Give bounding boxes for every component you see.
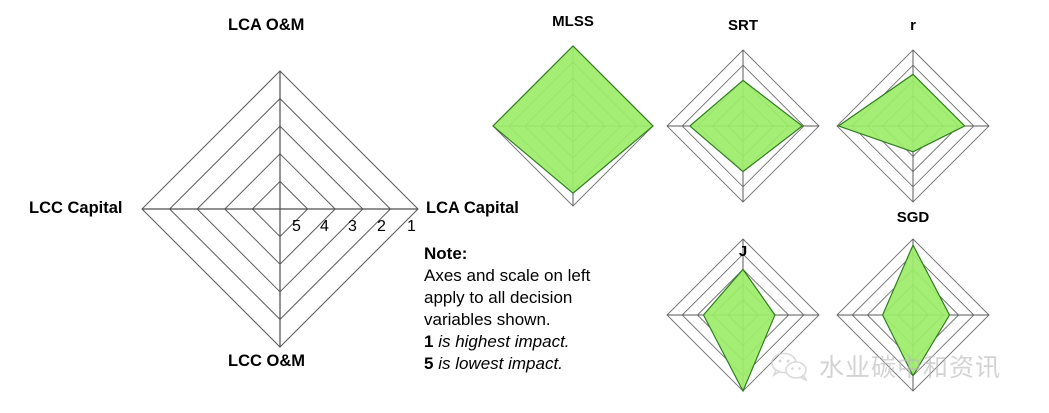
series-polygon-r xyxy=(837,73,966,153)
note-line-2: apply to all decision xyxy=(424,288,573,308)
main-axis-label-left: LCC Capital xyxy=(29,199,123,217)
tick-label-3: 3 xyxy=(348,218,357,235)
series-polygon-SRT xyxy=(688,79,804,173)
tick-label-5: 5 xyxy=(292,218,301,235)
panel-title-r: r xyxy=(910,17,916,34)
note-rule-lowest-value: 5 xyxy=(424,354,434,374)
note-rule-highest-value: 1 xyxy=(424,332,434,352)
tick-label-1: 1 xyxy=(407,218,416,235)
note-rule-highest-text: is highest impact. xyxy=(433,332,570,352)
main-axis-label-top: LCA O&M xyxy=(228,16,305,34)
series-polygon-J xyxy=(702,268,776,393)
series-polygon-MLSS xyxy=(492,45,654,194)
note-rule-lowest: 5 is lowest impact. xyxy=(424,353,639,375)
small-multiples-series xyxy=(492,45,966,393)
tick-label-4: 4 xyxy=(320,218,329,235)
note-rule-lowest-text: is lowest impact. xyxy=(433,354,563,374)
note-line-3: variables shown. xyxy=(424,310,551,330)
main-axis-label-bottom: LCC O&M xyxy=(228,352,305,370)
panel-title-J: J xyxy=(738,243,748,260)
tick-label-2: 2 xyxy=(377,218,386,235)
note-line-1: Axes and scale on left xyxy=(424,266,591,286)
panel-title-SRT: SRT xyxy=(728,17,758,34)
note-block: Note: Axes and scale on left apply to al… xyxy=(424,243,639,376)
note-heading: Note: xyxy=(424,244,468,263)
series-polygon-SGD xyxy=(881,243,951,378)
main-axis-label-right: LCA Capital xyxy=(426,199,519,217)
note-rule-highest: 1 is highest impact. xyxy=(424,331,639,353)
panel-title-SGD: SGD xyxy=(896,209,930,226)
panel-title-MLSS: MLSS xyxy=(552,13,594,30)
main-chart-grid xyxy=(141,70,419,348)
